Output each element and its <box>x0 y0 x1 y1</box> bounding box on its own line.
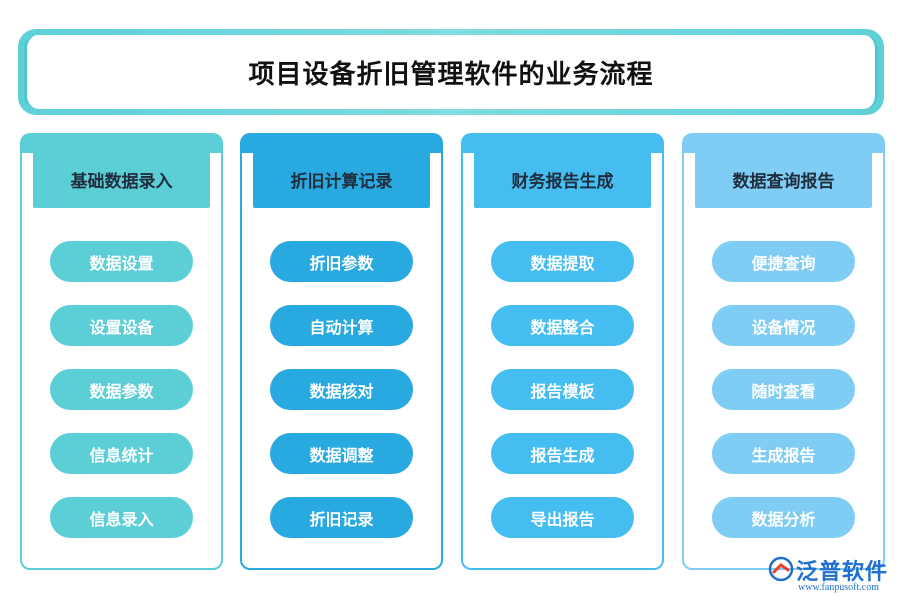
process-step: 自动计算 <box>270 305 413 346</box>
column-depreciation-calc: 折旧计算记录 折旧参数 自动计算 数据核对 数据调整 折旧记录 <box>240 133 443 570</box>
column-header: 折旧计算记录 <box>253 150 430 208</box>
column-basic-data-entry: 基础数据录入 数据设置 设置设备 数据参数 信息统计 信息录入 <box>20 133 223 570</box>
column-header: 数据查询报告 <box>695 150 872 208</box>
process-step: 随时查看 <box>712 369 855 410</box>
process-step: 数据设置 <box>50 241 193 282</box>
fanpu-logo-icon <box>768 556 794 582</box>
process-step: 折旧参数 <box>270 241 413 282</box>
column-header: 财务报告生成 <box>474 150 651 208</box>
process-step: 报告模板 <box>491 369 634 410</box>
process-step: 数据调整 <box>270 433 413 474</box>
brand-logo: 泛普软件 www.fanpusoft.com <box>768 554 893 598</box>
process-step: 数据核对 <box>270 369 413 410</box>
process-step: 设备情况 <box>712 305 855 346</box>
process-step: 信息录入 <box>50 497 193 538</box>
process-step: 数据提取 <box>491 241 634 282</box>
process-step: 信息统计 <box>50 433 193 474</box>
process-step: 设置设备 <box>50 305 193 346</box>
column-financial-report: 财务报告生成 数据提取 数据整合 报告模板 报告生成 导出报告 <box>461 133 664 570</box>
brand-name: 泛普软件 <box>796 560 889 585</box>
process-step: 生成报告 <box>712 433 855 474</box>
title-banner: 项目设备折旧管理软件的业务流程 <box>18 29 884 115</box>
process-step: 导出报告 <box>491 497 634 538</box>
page-title: 项目设备折旧管理软件的业务流程 <box>248 59 654 90</box>
process-step: 便捷查询 <box>712 241 855 282</box>
brand-url: www.fanpusoft.com <box>798 582 880 593</box>
process-step: 数据参数 <box>50 369 193 410</box>
process-step: 报告生成 <box>491 433 634 474</box>
process-step: 折旧记录 <box>270 497 413 538</box>
column-header: 基础数据录入 <box>33 150 210 208</box>
title-inner: 项目设备折旧管理软件的业务流程 <box>24 35 878 109</box>
process-step: 数据整合 <box>491 305 634 346</box>
process-step: 数据分析 <box>712 497 855 538</box>
column-data-query: 数据查询报告 便捷查询 设备情况 随时查看 生成报告 数据分析 <box>682 133 885 570</box>
